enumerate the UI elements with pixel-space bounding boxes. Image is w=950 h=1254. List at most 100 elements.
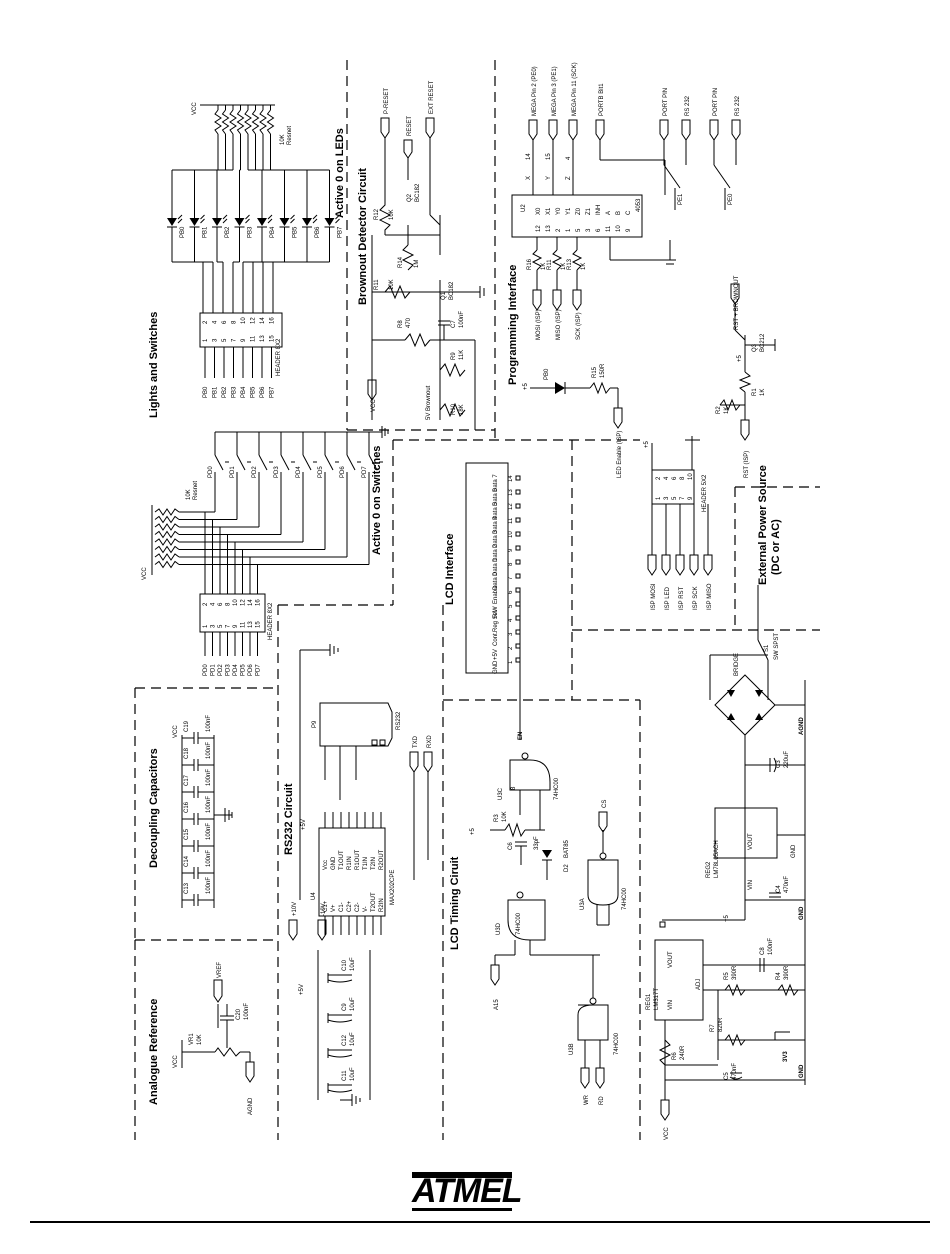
lcd-pin-pad [515,601,521,607]
lcd-pin-pad [515,587,521,593]
vr1-value: 10K [197,1034,203,1045]
reg1-value: LM317T [654,988,660,1010]
u2-pin-name: INH [596,205,602,215]
u2-control-pin-number: 15 [546,153,552,160]
led-diode [279,218,290,226]
led-header-pin-number: 9 [241,338,247,342]
led-diode [324,218,335,226]
q1-value: BC182 [449,281,455,300]
c7-value: 100nF [459,311,465,328]
rs232-cap-value: 10uF [350,1067,356,1081]
switch-header-pin-number: 5 [218,624,224,628]
u3c-value: 74HC00 [554,777,560,800]
r3-ref: R3 [494,814,500,822]
u4-value: MAX202CPE [390,870,396,905]
pe1-port-pin: PORT PIN [663,88,669,116]
lcd-pin-name: R/W [493,606,499,618]
c20-value: 100nF [244,1003,250,1020]
led-pullup-resistor [229,109,237,135]
lcd-timing-circuit: 8 U3C 74HC00 +5 R3 10K C6 33pF BAT85 D2 … [470,752,628,1105]
led-header-pin-number: 8 [232,320,238,324]
isp-net-label: SCK (ISP) [576,312,582,340]
led-header-pin-number: 10 [241,317,247,324]
lcd-pin-name: Enable [493,585,499,604]
switch-resnet-value: 10K [186,489,192,500]
lcd-pin-pad [515,657,521,663]
rs232-circuit: P9 RS232 TXD RXD U4 MAX202CPE C1+V+C1-C2… [288,644,433,1106]
r5-value: 390R [732,965,738,980]
switch-header-pin-number: 14 [248,599,254,606]
u2-control-pin-number: 14 [526,153,532,160]
isp-header-net-port [703,554,713,576]
switch-header-pin-number: 7 [226,624,232,628]
isp-resistor-value: 1K [561,263,567,270]
p9-ref: P9 [312,720,318,728]
led-pin-label: PB1 [203,226,209,238]
led-diode [257,218,267,226]
switch-pullup-resistor [154,538,180,546]
c5-value: 470nF [732,1063,738,1080]
u2-pin-name: Y0 [556,207,562,215]
switch-list: PD0PD0PD1PD1PD2PD2PD3PD3PD4PD4PD5PD5PD6P… [154,432,383,676]
reg1 [654,939,704,1021]
led-circuit: VCC 10K Resnet PB0PB0PB1PB1PB2PB2PB3PB3P… [167,102,344,398]
isp-header-label: HEADER 5X2 [702,474,708,512]
c7-ref: C7 [451,320,457,328]
switch-pullup-resistor [154,560,180,569]
u2-pin-name: Z1 [586,207,592,215]
isp-header-pin-number: 7 [680,496,686,500]
switch-header-pin-number: 3 [211,624,217,628]
r4-ref: R4 [776,972,782,980]
vcc-out-label: VCC [664,1127,670,1140]
u4-right-pin-name: T1OUT [339,850,345,870]
lcd-pin-name: Data 3 [493,530,499,548]
brownout-vcc: VCC [371,399,377,412]
u3b-ref: U3B [569,1043,575,1055]
isp-header-pin-number: 2 [656,476,662,480]
programming-net-label: PORTB Bit1 [599,83,605,116]
decoupling-cap-ref: C13 [184,882,190,894]
switch-contact [368,454,378,471]
switch-header-pin-number: 1 [203,624,209,628]
led-header-pin-number: 2 [203,320,209,324]
isp-resistor-value: 1K [541,263,547,270]
r7-ref: R7 [710,1024,716,1032]
u4-left-pin-name: T2OUT [371,892,377,912]
switch-header-pin-number: 16 [256,599,262,606]
isp-resistor [531,249,543,271]
r10-ref: R10 [451,403,457,415]
u2-pin-name: X1 [546,207,552,215]
lcd-pin-number: 9 [508,548,514,552]
switch-pin-label: PD3 [274,466,280,478]
lcd-pin-number: 4 [508,618,514,622]
pb0-plus5: +5 [523,382,529,390]
u4-left-pin-name: V+ [331,904,337,912]
vcc-label: VCC [173,1055,179,1068]
led-header-pin-number: 6 [222,320,228,324]
rs232-cap-value: 10uF [350,997,356,1011]
r6-value: 240R [680,1045,686,1060]
minus10v-label: -10V [321,903,327,916]
c3-value: 220uF [784,751,790,768]
led-diode [212,218,222,226]
power-supply-circuit: S1 SW SPST BRIDGE AGND C3 220uF REG2 LM7… [646,585,806,1140]
led-header-pin-number: 11 [251,335,257,342]
reg2-gnd: GND [791,844,797,858]
u3a-ref: U3A [580,898,586,910]
decoupling-cap-ref: C19 [184,720,190,732]
lcd-pin-pad [515,545,521,551]
switch-pin-label: PD5 [318,466,324,478]
u4-left-pin-name: C1- [339,902,345,912]
lcd-pin-name: +5V [493,649,499,660]
lcd-pin-pad [515,643,521,649]
isp-resistor-ref: R13 [567,258,573,270]
lcd-pin-pad [515,615,521,621]
title-active0-leds: Active 0 on LEDs [334,128,346,218]
led-pullup-resistor [214,109,222,135]
title-decoupling-capacitors: Decoupling Capacitors [148,748,160,868]
led-resnet-value: 10K [280,134,286,145]
reg2-vin: VIN [748,880,754,890]
